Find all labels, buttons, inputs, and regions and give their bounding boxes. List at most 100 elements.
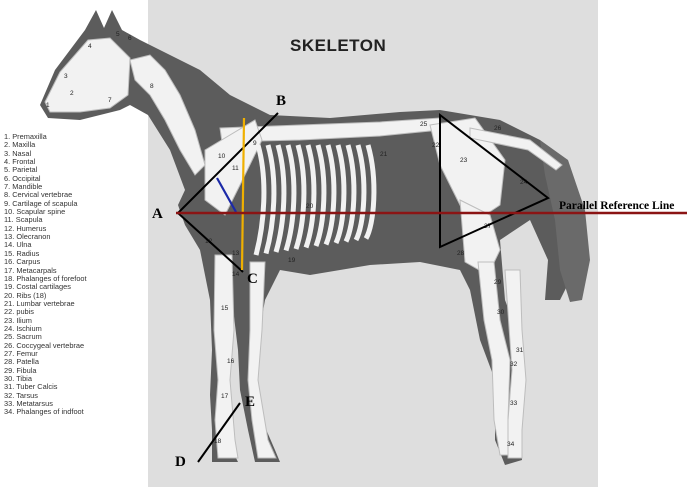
- bone-number-10: 10: [218, 153, 226, 160]
- legend-item: 31. Tuber Calcis: [4, 382, 58, 392]
- bone-number-20: 20: [306, 203, 314, 210]
- legend-item: 15. Radius: [4, 248, 40, 258]
- bone-number-14: 14: [232, 271, 240, 278]
- legend-item: 22. pubis: [4, 307, 34, 317]
- legend-item: 11. Scapula: [4, 215, 43, 225]
- bone-number-28: 28: [457, 250, 465, 257]
- bone-number-21: 21: [380, 151, 388, 158]
- bone-number-24: 24: [520, 179, 528, 186]
- legend-item: 19. Costal cartilages: [4, 282, 71, 292]
- construction-lines: [177, 112, 550, 463]
- legend-item: 14. Ulna: [4, 240, 32, 250]
- legend-item: 4. Frontal: [4, 157, 36, 167]
- legend-item: 26. Coccygeal vertebrae: [4, 340, 85, 350]
- rib: [283, 144, 297, 252]
- reference-line-label: Parallel Reference Line: [559, 200, 675, 212]
- point-label-a: A: [152, 206, 163, 222]
- bone-number-4: 4: [88, 43, 92, 50]
- rib: [263, 144, 277, 255]
- hind-far-leg-bone: [504, 269, 527, 459]
- line-a-b: [177, 112, 279, 214]
- bone-number-11: 11: [232, 165, 239, 172]
- legend-item: 23. Ilium: [4, 315, 32, 325]
- legend-item: 34. Phalanges of indfoot: [4, 407, 84, 417]
- legend-item: 7. Mandible: [4, 182, 43, 192]
- bone-number-7: 7: [108, 97, 112, 104]
- front-far-leg-bone: [247, 261, 277, 459]
- bone-number-29: 29: [494, 279, 502, 286]
- bone-number-30: 30: [497, 309, 505, 316]
- legend-item: 1. Premaxilla: [4, 132, 47, 141]
- bone-number-16: 16: [227, 358, 235, 365]
- legend-item: 2. Maxilla: [4, 140, 36, 150]
- bone-number-15: 15: [221, 305, 229, 312]
- bone-number-8: 8: [150, 83, 154, 90]
- bone-number-17: 17: [221, 393, 229, 400]
- bone-number-34: 34: [507, 441, 515, 448]
- legend-item: 25. Sacrum: [4, 332, 42, 342]
- rib: [273, 144, 287, 253]
- legend-item: 6. Occipital: [4, 173, 41, 183]
- legend-item: 28. Patella: [4, 357, 39, 367]
- line-d-e: [197, 402, 241, 463]
- scapula-angle-line: [216, 177, 237, 213]
- bone-number-2: 2: [70, 90, 74, 97]
- legend-item: 8. Cervical vertebrae: [4, 190, 73, 200]
- rib: [333, 144, 347, 245]
- bone-number-26: 26: [494, 125, 502, 132]
- rib: [293, 144, 307, 250]
- bone-number-18: 18: [214, 438, 222, 445]
- diagram-title: SKELETON: [290, 36, 387, 55]
- bone-number-25: 25: [420, 121, 428, 128]
- rib: [363, 144, 377, 240]
- legend-item: 10. Scapular spine: [4, 207, 66, 217]
- bone-number-27: 27: [484, 223, 492, 230]
- cervical-vertebrae-bone: [129, 54, 206, 176]
- bone-number-9: 9: [253, 140, 257, 147]
- rib: [313, 144, 327, 247]
- bone-number-33: 33: [510, 400, 518, 407]
- bone-number-23: 23: [460, 157, 468, 164]
- bone-number-6: 6: [128, 35, 132, 42]
- hindquarter-triangle: [439, 112, 550, 249]
- bone-number-13: 13: [232, 250, 240, 257]
- legend-item: 32. Tarsus: [4, 390, 38, 400]
- point-label-b: B: [276, 93, 287, 109]
- legend-item: 33. Metatarsus: [4, 399, 53, 408]
- legend-item: 12. Humerus: [4, 223, 47, 233]
- skull-bone: [44, 37, 131, 113]
- legend-item: 30. Tibia: [4, 373, 32, 383]
- line-a-c: [177, 212, 244, 273]
- rib-cage: [253, 144, 377, 256]
- rib: [353, 144, 367, 242]
- bone-number-1: 1: [46, 102, 50, 109]
- legend-item: 18. Phalanges of forefoot: [4, 273, 87, 283]
- bone-number-5: 5: [116, 31, 120, 38]
- legend-item: 29. Fibula: [4, 365, 37, 375]
- rib: [323, 144, 337, 246]
- legend-item: 3. Nasal: [4, 148, 32, 158]
- legend-item: 16. Carpus: [4, 257, 41, 267]
- bone-number-22: 22: [432, 142, 440, 149]
- bone-shapes: [44, 37, 563, 459]
- rib: [343, 144, 357, 243]
- legend-item: 21. Lumbar vertebrae: [4, 298, 75, 308]
- shoulder-vertical-line: [240, 117, 246, 271]
- bone-number-32: 32: [510, 361, 518, 368]
- point-label-c: C: [247, 271, 258, 287]
- rib: [253, 144, 267, 256]
- bone-number-3: 3: [64, 73, 68, 80]
- point-label-e: E: [245, 394, 256, 410]
- legend-item: 27. Femur: [4, 348, 38, 358]
- legend-item: 24. Ischium: [4, 323, 42, 333]
- point-label-d: D: [175, 454, 186, 470]
- legend-item: 20. Ribs (18): [4, 290, 47, 300]
- legend-item: 9. Cartilage of scapula: [4, 198, 78, 208]
- legend-item: 17. Metacarpals: [4, 265, 57, 275]
- legend-item: 5. Parietal: [4, 165, 38, 175]
- legend-item: 13. Olecranon: [4, 232, 51, 242]
- bone-number-19: 19: [288, 257, 296, 264]
